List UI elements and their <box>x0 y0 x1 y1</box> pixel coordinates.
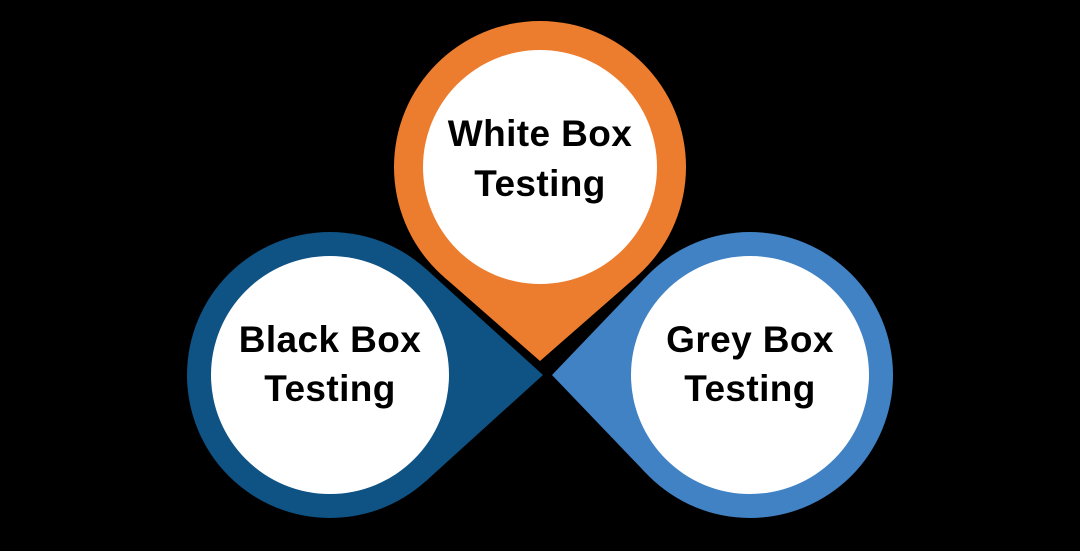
pin-black-box-testing: Black Box Testing <box>187 232 543 518</box>
pin-black-box-inner-circle <box>211 256 449 494</box>
pin-white-box-tail <box>443 276 637 361</box>
pin-black-box-label-line2: Testing <box>264 368 396 409</box>
pin-black-box-tail <box>426 269 543 481</box>
pin-grey-box-inner-circle <box>631 256 869 494</box>
pin-white-box-inner-circle <box>423 50 657 284</box>
pin-grey-box-testing: Grey Box Testing <box>552 232 893 518</box>
pin-grey-box-tail <box>552 276 647 474</box>
pin-white-box-label-line1: White Box <box>448 113 633 154</box>
pin-black-box-label-line1: Black Box <box>239 319 422 360</box>
pin-grey-box-label-line2: Testing <box>684 368 816 409</box>
pin-grey-box-label-line1: Grey Box <box>666 319 834 360</box>
pin-white-box-testing: White Box Testing <box>394 21 686 361</box>
pin-white-box-label-line2: Testing <box>474 163 606 204</box>
